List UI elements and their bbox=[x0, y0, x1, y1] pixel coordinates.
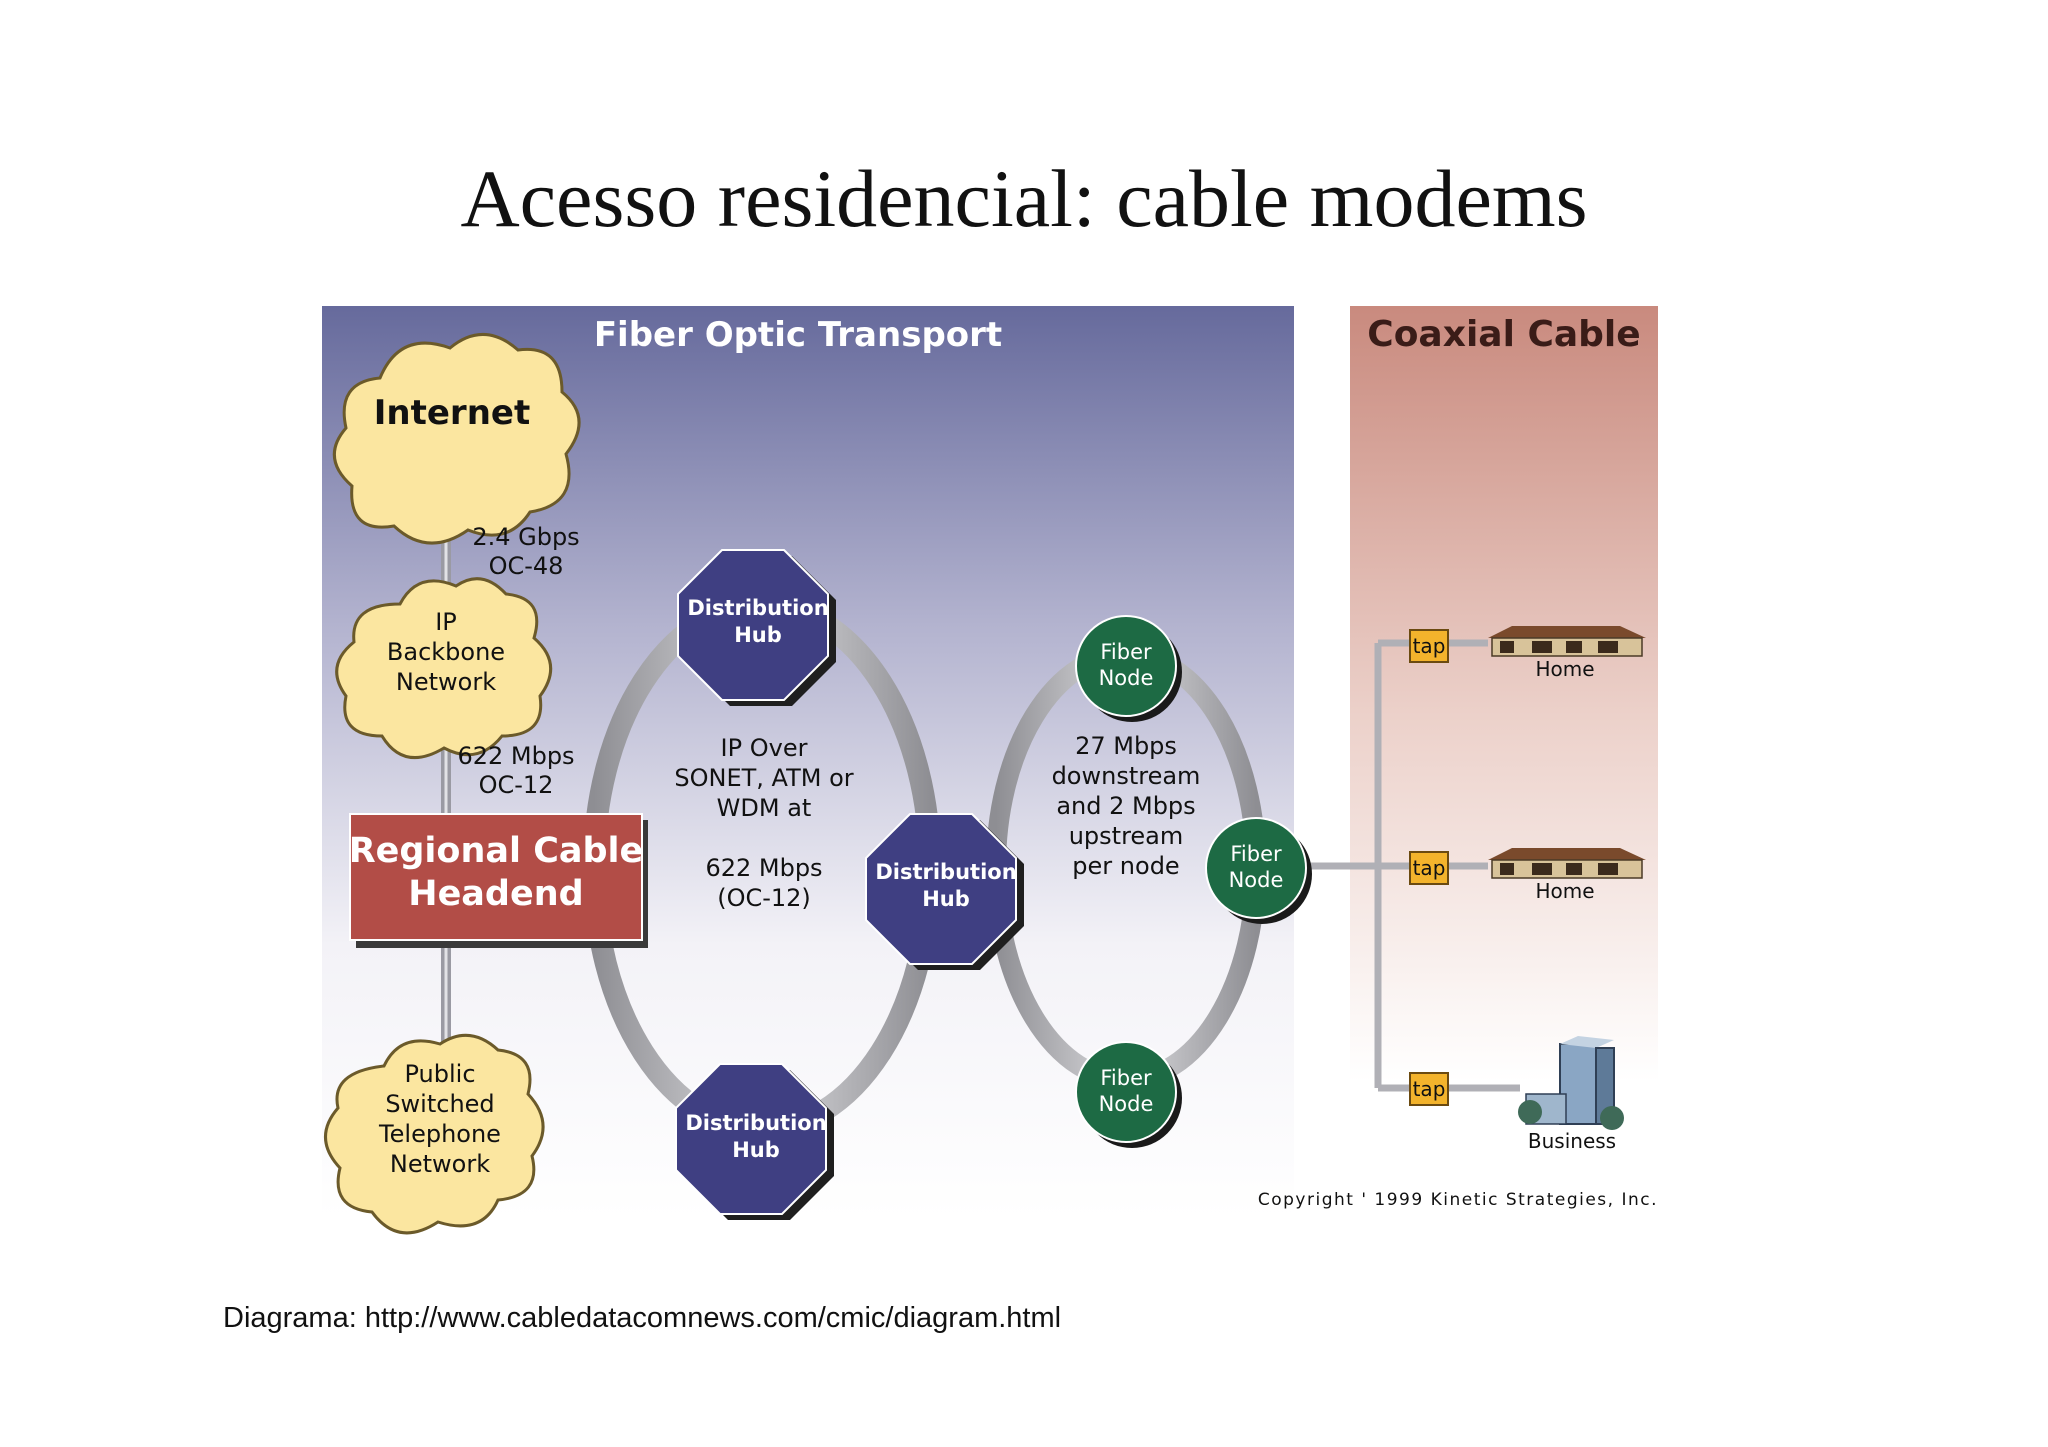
ring1-line6: (OC-12) bbox=[717, 884, 811, 912]
internet-cloud: Internet bbox=[332, 333, 581, 545]
coaxial-cable-header: Coaxial Cable bbox=[1367, 314, 1640, 355]
distribution-hub-bottom: Distribution Hub bbox=[675, 1063, 834, 1220]
ip-backbone-cloud: IP Backbone Network bbox=[335, 577, 553, 759]
home-label-middle: Home bbox=[1535, 879, 1594, 903]
coax-lines bbox=[1306, 639, 1520, 1092]
tap-bottom: tap bbox=[1409, 1072, 1449, 1106]
link-ip-oc: OC-12 bbox=[479, 771, 554, 799]
diagram-source-caption: Diagrama: http://www.cabledatacomnews.co… bbox=[223, 1302, 1062, 1334]
internet-label: Internet bbox=[374, 393, 530, 433]
slide-title: Acesso residencial: cable modems bbox=[460, 153, 1588, 244]
fiber-node-top-line2: Node bbox=[1099, 666, 1154, 690]
link-internet-oc: OC-48 bbox=[489, 552, 564, 580]
regional-cable-headend: Regional Cable Headend bbox=[349, 813, 648, 948]
fiber-node-top: Fiber Node bbox=[1075, 615, 1182, 722]
tap-middle: tap bbox=[1409, 851, 1449, 885]
fiber-node-middle-line1: Fiber bbox=[1230, 842, 1282, 866]
hub-middle-line2: Hub bbox=[922, 887, 970, 911]
ring2-line4: upstream bbox=[1069, 822, 1184, 850]
tap-top-label: tap bbox=[1413, 634, 1446, 658]
headend-line2: Headend bbox=[408, 874, 583, 914]
headend-line1: Regional Cable bbox=[349, 831, 644, 871]
tap-top: tap bbox=[1409, 629, 1449, 663]
link-ip-rate: 622 Mbps bbox=[457, 742, 574, 770]
ring-rate-text: 27 Mbps downstream and 2 Mbps upstream p… bbox=[1052, 732, 1201, 880]
pstn-line1: Public bbox=[404, 1060, 475, 1088]
hub-middle-line1: Distribution bbox=[875, 860, 1016, 884]
fiber-node-middle: Fiber Node bbox=[1205, 817, 1312, 924]
ip-backbone-line2: Backbone bbox=[387, 638, 505, 666]
ip-backbone-line3: Network bbox=[396, 668, 496, 696]
home-icon: Home bbox=[1488, 626, 1646, 681]
distribution-hub-top: Distribution Hub bbox=[677, 549, 836, 706]
pstn-line3: Telephone bbox=[378, 1120, 501, 1148]
fiber-node-bottom-line1: Fiber bbox=[1100, 1066, 1152, 1090]
ring2-line5: per node bbox=[1072, 852, 1179, 880]
ring1-line5: 622 Mbps bbox=[705, 854, 822, 882]
hub-bottom-line2: Hub bbox=[732, 1138, 780, 1162]
ring2-line1: 27 Mbps bbox=[1075, 732, 1177, 760]
tap-middle-label: tap bbox=[1413, 856, 1446, 880]
ring1-line1: IP Over bbox=[721, 734, 808, 762]
ip-backbone-line1: IP bbox=[435, 608, 457, 636]
home-icon: Home bbox=[1488, 848, 1646, 903]
business-label: Business bbox=[1528, 1129, 1616, 1153]
business-building-icon: Business bbox=[1518, 1036, 1624, 1153]
fiber-node-bottom-line2: Node bbox=[1099, 1092, 1154, 1116]
hub-top-line2: Hub bbox=[734, 623, 782, 647]
fiber-node-middle-line2: Node bbox=[1229, 868, 1284, 892]
ring1-line3: WDM at bbox=[717, 794, 812, 822]
distribution-hub-middle: Distribution Hub bbox=[865, 813, 1024, 970]
pstn-line2: Switched bbox=[385, 1090, 494, 1118]
hub-bottom-line1: Distribution bbox=[685, 1111, 826, 1135]
fiber-optic-header: Fiber Optic Transport bbox=[594, 315, 1002, 355]
ring-protocol-text: IP Over SONET, ATM or WDM at 622 Mbps (O… bbox=[674, 734, 853, 912]
tap-bottom-label: tap bbox=[1413, 1077, 1446, 1101]
copyright-notice: Copyright ' 1999 Kinetic Strategies, Inc… bbox=[1258, 1190, 1658, 1210]
fiber-node-bottom: Fiber Node bbox=[1075, 1041, 1182, 1148]
link-internet-rate: 2.4 Gbps bbox=[472, 523, 579, 551]
ring1-line2: SONET, ATM or bbox=[674, 764, 853, 792]
fiber-node-top-line1: Fiber bbox=[1100, 640, 1152, 664]
pstn-cloud: Public Switched Telephone Network bbox=[324, 1033, 545, 1235]
hub-top-line1: Distribution bbox=[687, 596, 828, 620]
ring2-line3: and 2 Mbps bbox=[1056, 792, 1195, 820]
ring2-line2: downstream bbox=[1052, 762, 1201, 790]
home-label-top: Home bbox=[1535, 657, 1594, 681]
pstn-line4: Network bbox=[390, 1150, 490, 1178]
